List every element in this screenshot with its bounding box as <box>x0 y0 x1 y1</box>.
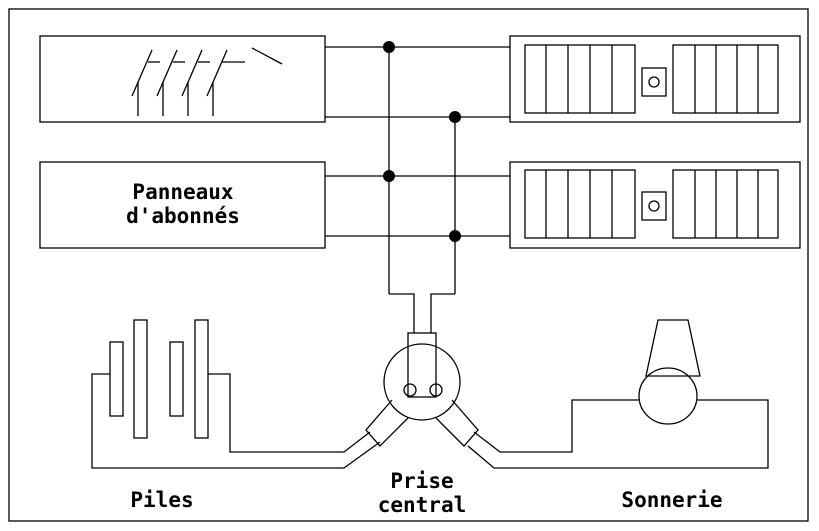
terminal-block-top <box>509 35 801 123</box>
junction-dot <box>383 170 395 182</box>
sonnerie-label: Sonnerie <box>621 488 723 512</box>
switch-panel <box>39 35 326 123</box>
prise-label-line2: central <box>377 493 467 517</box>
panneaux-label-line2: d'abonnés <box>126 204 240 228</box>
bus-wires <box>325 46 510 333</box>
prise-label-line1: Prise <box>390 469 454 493</box>
sonnerie-bell <box>467 319 769 469</box>
prise-central-label: Prise central <box>362 469 482 517</box>
outer-border <box>8 8 809 522</box>
junction-dot <box>383 41 395 53</box>
subscriber-panel-box <box>39 161 326 249</box>
panneaux-label-line1: Panneaux <box>132 180 234 204</box>
switch-symbols <box>131 47 283 116</box>
panneaux-label: Panneaux d'abonnés <box>68 180 298 228</box>
terminal-block-bottom <box>509 161 801 249</box>
prise-central-socket <box>365 332 479 447</box>
junction-dot <box>449 230 461 242</box>
junction-dot <box>449 111 461 123</box>
piles-battery <box>91 319 381 469</box>
piles-label: Piles <box>130 488 194 512</box>
junction-dots <box>383 41 461 242</box>
